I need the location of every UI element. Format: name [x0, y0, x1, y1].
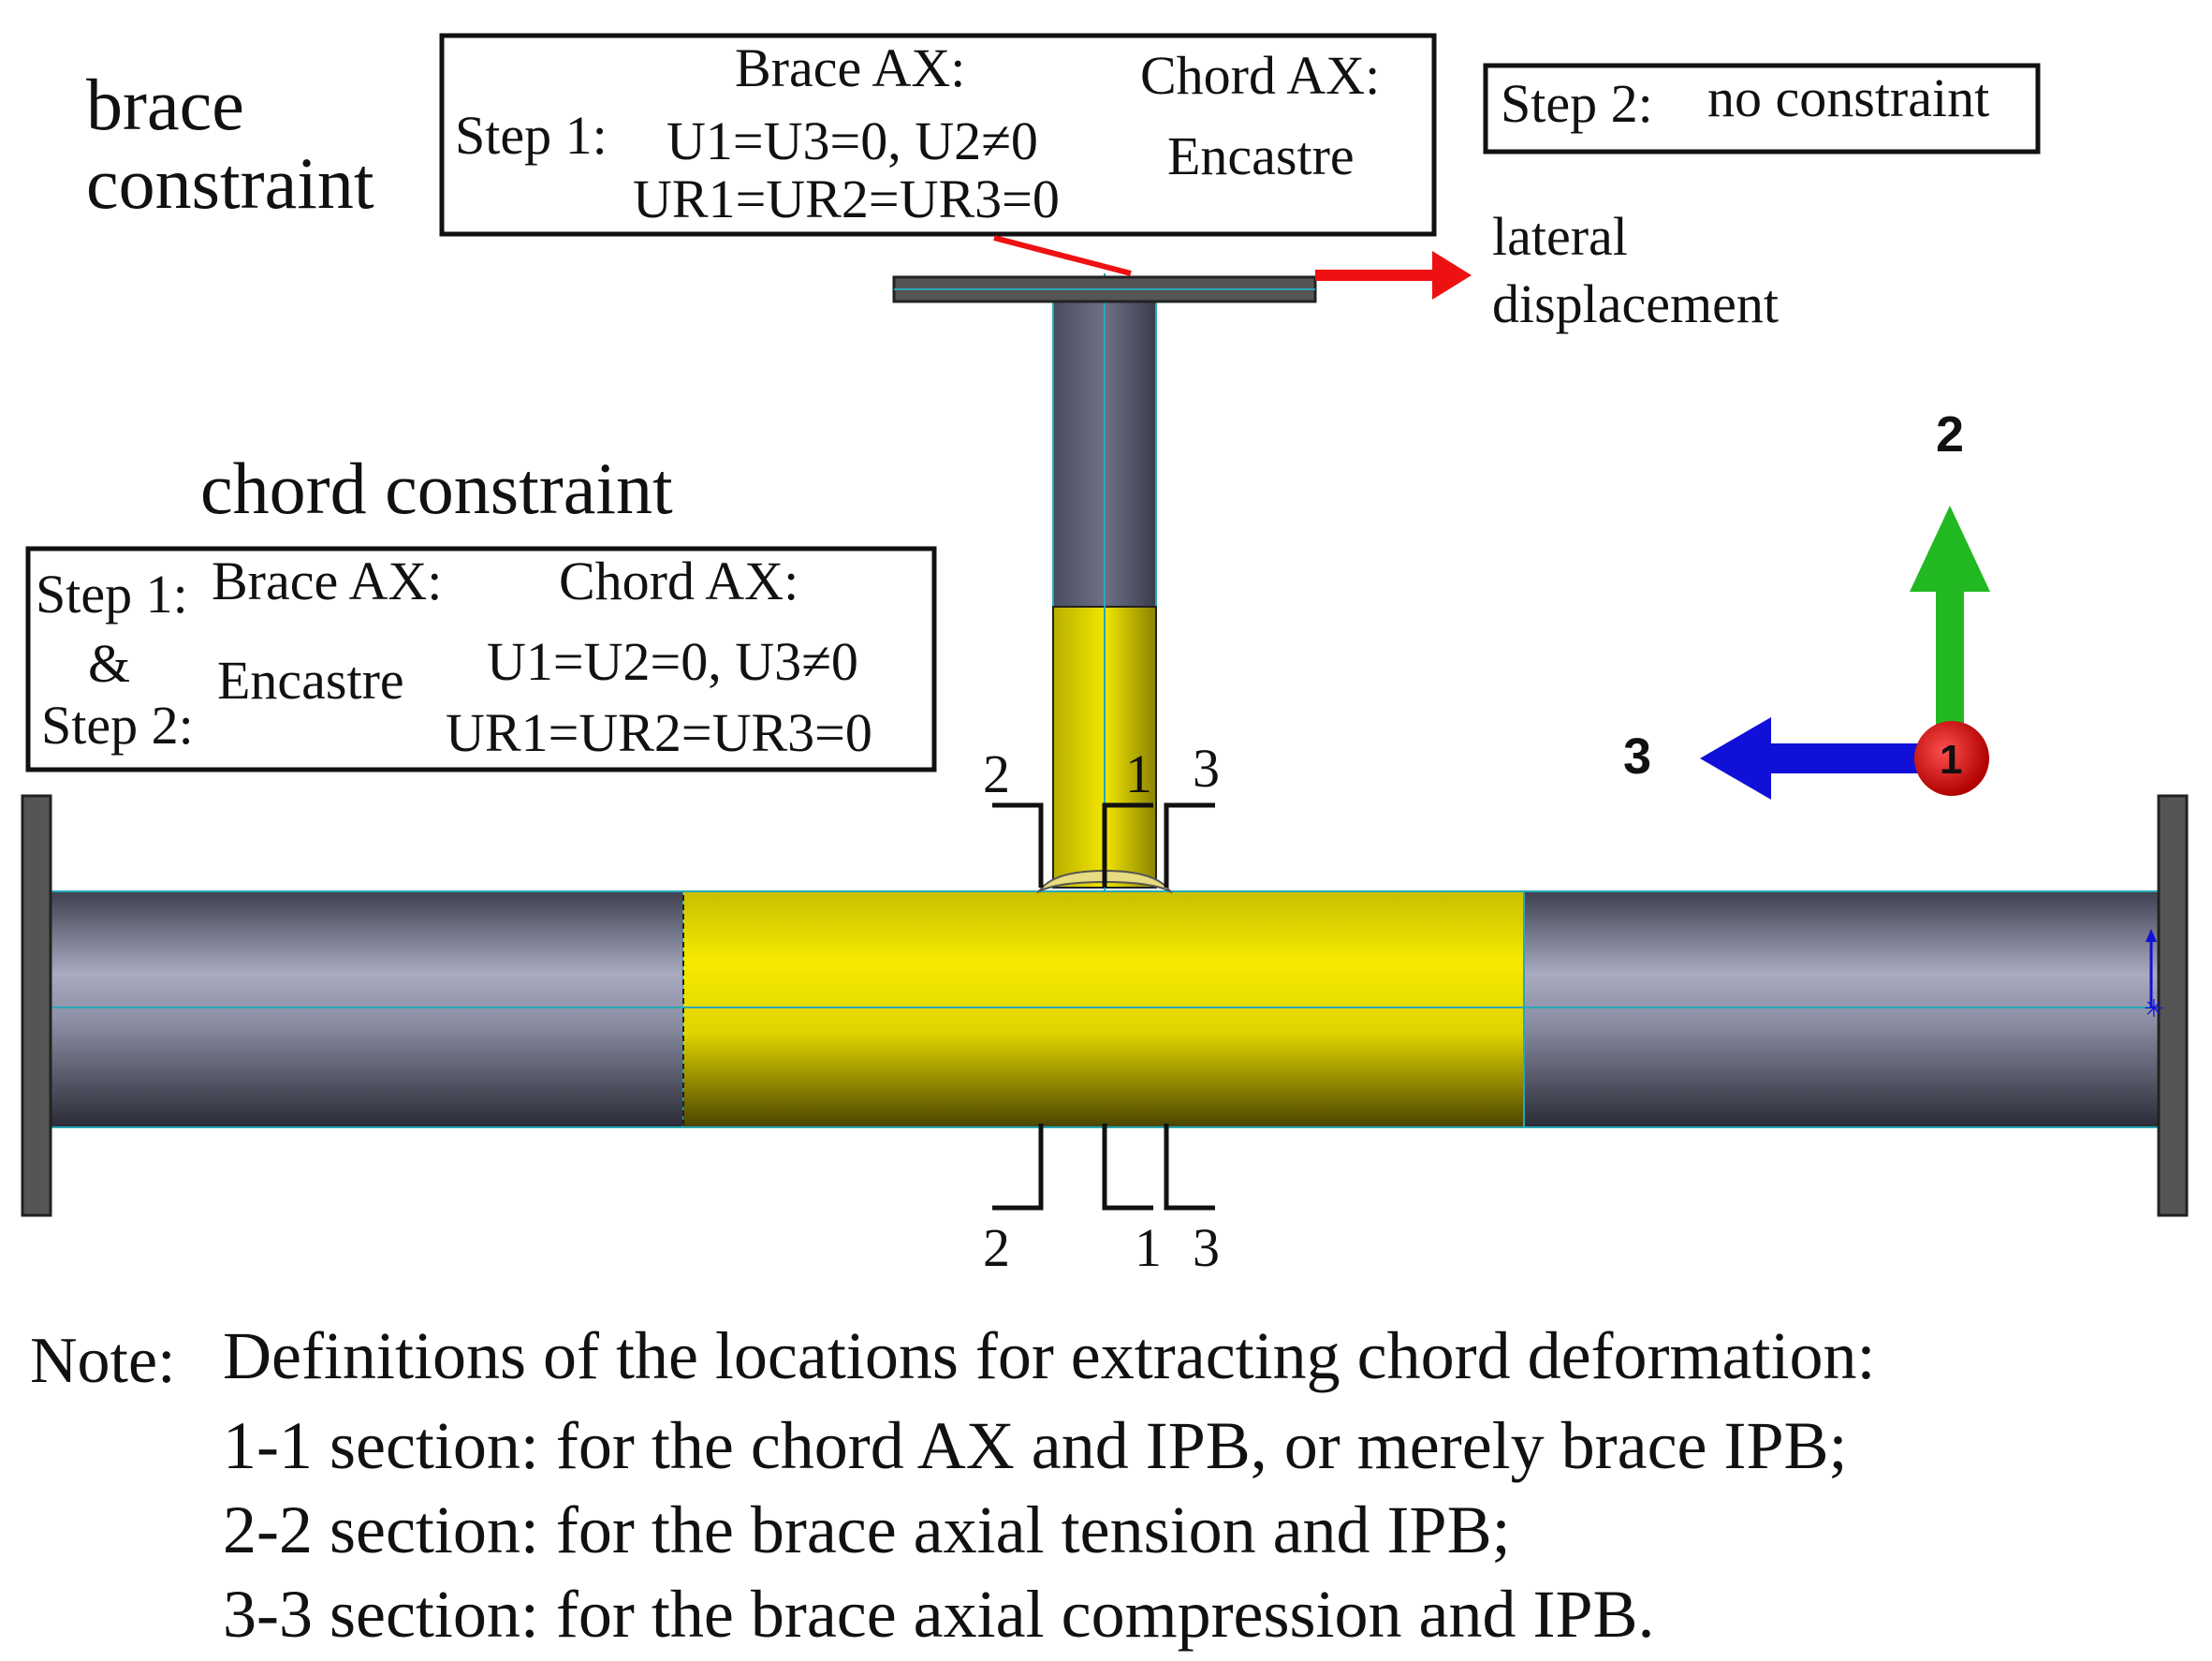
chord-constraint-box [25, 546, 937, 772]
chord-box-chord-ax-header: Chord AX: [559, 551, 798, 611]
axis-triad: 1 2 3 [1623, 406, 1990, 800]
chord-tube-right [1523, 890, 2160, 1128]
section-top-label-3: 3 [1193, 738, 1220, 799]
chord-box-brace-ax-header: Brace AX: [212, 551, 442, 611]
note-line-1: Definitions of the locations for extract… [223, 1318, 1875, 1393]
note-label: Note: [30, 1325, 176, 1397]
chord-box-step1-label: Step 1: [36, 564, 188, 625]
axis2-label: 2 [1936, 406, 1964, 463]
axis3-label: 3 [1623, 728, 1651, 785]
chord-end-plate-right [2157, 794, 2189, 1217]
step2-label: Step 2: [1501, 73, 1653, 134]
chord-end-plate-left [21, 794, 52, 1217]
section-top-label-2: 2 [983, 743, 1010, 804]
lateral-displacement-arrow-head [1432, 251, 1472, 300]
section-top-label-1: 1 [1125, 743, 1152, 804]
chord-box-brace-ax-value: Encastre [217, 650, 404, 711]
axis1-ball [1914, 721, 1989, 796]
brace-constraint-pointer [993, 235, 1132, 276]
brace-constraint-box [439, 33, 1437, 237]
brace-box-chord-ax-header: Chord AX: [1140, 45, 1380, 106]
brace-box-brace-ax-header: Brace AX: [735, 37, 965, 98]
section-marks-top [992, 802, 1215, 888]
chord-box-step2-label: Step 2: [41, 695, 194, 756]
chord-tube-left [50, 890, 684, 1128]
note-line-4: 3-3 section: for the brace axial compres… [223, 1577, 1655, 1652]
brace-box-brace-ax-line1: U1=U3=0, U2≠0 [667, 110, 1038, 171]
section-bottom-label-3: 3 [1193, 1217, 1220, 1278]
lateral-displacement-line2: displacement [1492, 273, 1779, 334]
brace-constraint-title-line1: brace [86, 64, 244, 145]
brace-box-brace-ax-line2: UR1=UR2=UR3=0 [633, 169, 1060, 229]
brace-constraint-title-line2: constraint [86, 142, 374, 224]
note-line-2: 1-1 section: for the chord AX and IPB, o… [223, 1408, 1848, 1483]
chord-box-ampersand: & [88, 633, 130, 694]
axis1-label: 1 [1940, 737, 1962, 783]
section-bottom-label-1: 1 [1135, 1217, 1162, 1278]
note-line-3: 2-2 section: for the brace axial tension… [223, 1492, 1511, 1567]
axis3-arrow-head [1700, 717, 1771, 800]
chord-box-chord-ax-line2: UR1=UR2=UR3=0 [446, 702, 872, 763]
chord-box-chord-ax-line1: U1=U2=0, U3≠0 [487, 631, 858, 692]
step2-box [1483, 63, 2041, 154]
chord-constraint-title: chord constraint [200, 448, 673, 529]
chord-tube-middle-yellow [682, 890, 1525, 1128]
brace-box-chord-ax-value: Encastre [1167, 125, 1355, 186]
lateral-displacement-line1: lateral [1492, 206, 1628, 267]
brace-box-step1-label: Step 1: [455, 105, 608, 166]
section-bottom-label-2: 2 [983, 1217, 1010, 1278]
axis2-arrow-head [1910, 506, 1990, 592]
right-end-marker-star: ✳ [2144, 995, 2164, 1022]
step2-value: no constraint [1707, 67, 1989, 128]
right-end-marker-head [2146, 929, 2157, 942]
axis3-arrow-shaft [1767, 743, 1941, 773]
section-marks-bottom [992, 1124, 1215, 1211]
